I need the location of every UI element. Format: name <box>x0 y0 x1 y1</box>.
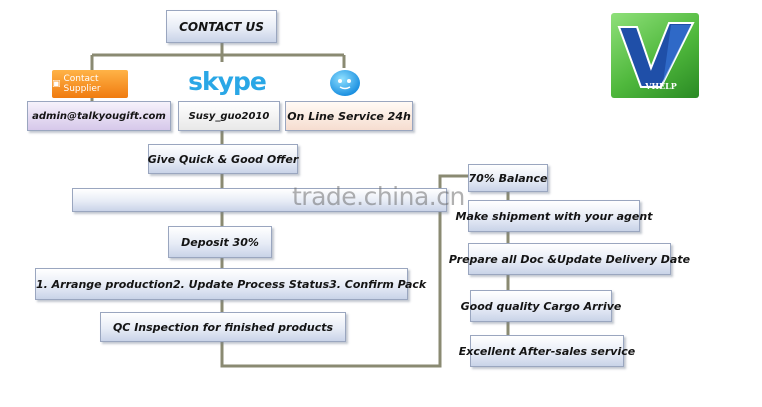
building-icon: ▣ <box>52 79 61 89</box>
deposit-step: Deposit 30% <box>168 226 272 258</box>
production-steps: 1. Arrange production 2. Update Process … <box>35 268 426 300</box>
skype-logo: skype <box>188 66 267 96</box>
offer-step: Give Quick & Good Offer <box>148 144 298 174</box>
step-confirm-pack: 3. Confirm Pack <box>329 277 427 291</box>
skype-id-box[interactable]: Susy_guo2010 <box>178 101 280 131</box>
email-contact-box[interactable]: admin@talkyougift.com <box>27 101 171 131</box>
contact-supplier-label: Contact Supplier <box>63 74 101 94</box>
watermark: trade.china.cn <box>292 182 465 211</box>
online-service-label: On Line Service 24h <box>287 109 411 123</box>
contact-supplier-button[interactable]: ▣ Contact Supplier <box>52 70 128 98</box>
shipment-step: Make shipment with your agent <box>456 200 652 232</box>
after-sales-step: Excellent After-sales service <box>459 335 635 367</box>
balance-step: 70% Balance <box>468 164 548 192</box>
step-update-status: 2. Update Process Status <box>172 277 330 291</box>
vhelp-logo-text: VHELP <box>645 81 677 91</box>
documents-step: Prepare all Doc &Update Delivery Date <box>449 243 690 275</box>
chat-bubble-icon <box>330 70 360 96</box>
step-arrange-production: 1. Arrange production <box>36 277 173 291</box>
vhelp-logo <box>611 13 699 98</box>
online-service-box[interactable]: On Line Service 24h <box>285 101 413 131</box>
cargo-arrive-step: Good quality Cargo Arrive <box>461 290 621 322</box>
v-letter-icon <box>617 22 695 88</box>
qc-inspection-step: QC Inspection for finished products <box>100 312 346 342</box>
contact-us-title: CONTACT US <box>166 10 277 43</box>
blank-step-bar <box>72 188 447 212</box>
